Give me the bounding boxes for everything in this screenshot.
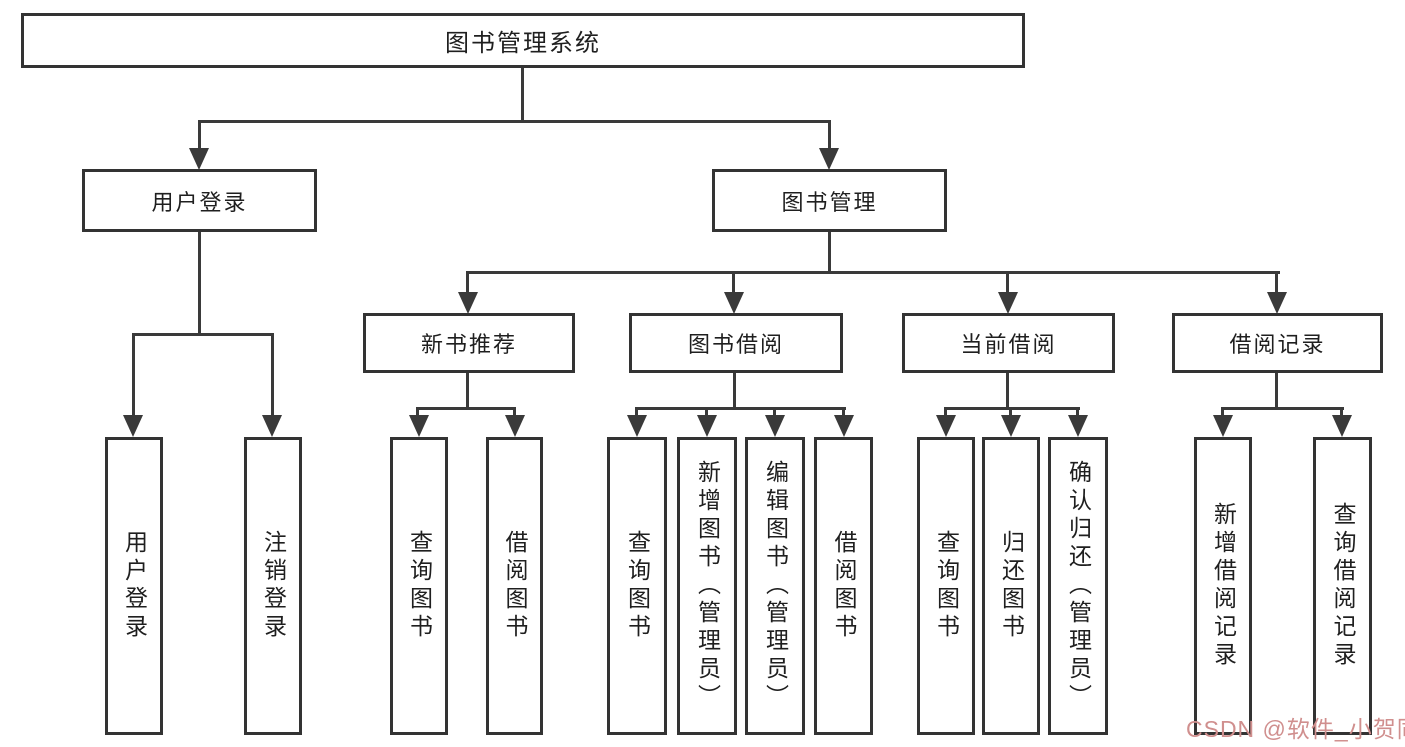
csdn-watermark: CSDN @软件_小贺同学: [1186, 716, 1405, 742]
connector-vline: [635, 407, 638, 418]
connector-vline: [271, 333, 274, 417]
connector-hline: [944, 407, 1080, 410]
arrow-down-icon: [765, 415, 785, 437]
leaf-confirm-return-admin: 确认归还（管理员）: [1048, 437, 1108, 735]
leaf-query-borrow-record: 查询借阅记录: [1313, 437, 1372, 735]
connector-vline: [944, 407, 947, 418]
connector-vline: [466, 373, 469, 409]
node-new-book-recommendation: 新书推荐: [363, 313, 575, 373]
connector-vline: [416, 407, 419, 418]
leaf-edit-books-admin: 编辑图书（管理员）: [745, 437, 805, 735]
node-borrowing-records: 借阅记录: [1172, 313, 1383, 373]
leaf-return-books: 归还图书: [982, 437, 1040, 735]
connector-vline: [1340, 407, 1343, 418]
connector-vline: [513, 407, 516, 418]
node-book-borrowing: 图书借阅: [629, 313, 843, 373]
arrow-down-icon: [697, 415, 717, 437]
connector-hline: [1221, 407, 1344, 410]
arrow-down-icon: [1213, 415, 1233, 437]
arrow-down-icon: [1001, 415, 1021, 437]
arrow-down-icon: [189, 148, 209, 170]
leaf-borrow-books: 借阅图书: [814, 437, 873, 735]
node-library-system-root: 图书管理系统: [21, 13, 1025, 68]
connector-vline: [705, 407, 708, 418]
connector-hline: [416, 407, 516, 410]
leaf-query-books-recommend: 查询图书: [390, 437, 448, 735]
arrow-down-icon: [1332, 415, 1352, 437]
connector-vline: [132, 333, 135, 417]
connector-vline: [773, 407, 776, 418]
leaf-query-books-borrowing: 查询图书: [607, 437, 667, 735]
arrow-down-icon: [627, 415, 647, 437]
arrow-down-icon: [724, 292, 744, 314]
connector-vline: [1221, 407, 1224, 418]
connector-vline: [828, 232, 831, 273]
arrow-down-icon: [1267, 292, 1287, 314]
node-current-borrowing: 当前借阅: [902, 313, 1115, 373]
arrow-down-icon: [505, 415, 525, 437]
connector-vline: [1006, 373, 1009, 409]
arrow-down-icon: [998, 292, 1018, 314]
leaf-add-borrow-record: 新增借阅记录: [1194, 437, 1252, 735]
node-book-management: 图书管理: [712, 169, 947, 232]
leaf-user-login: 用户登录: [105, 437, 163, 735]
connector-vline: [732, 271, 735, 294]
connector-vline: [1006, 271, 1009, 294]
leaf-query-books-current: 查询图书: [917, 437, 975, 735]
connector-vline: [842, 407, 845, 418]
arrow-down-icon: [123, 415, 143, 437]
connector-vline: [521, 68, 524, 122]
connector-vline: [1076, 407, 1079, 418]
connector-vline: [198, 232, 201, 335]
connector-vline: [466, 271, 469, 294]
arrow-down-icon: [1068, 415, 1088, 437]
arrow-down-icon: [409, 415, 429, 437]
leaf-logout: 注销登录: [244, 437, 302, 735]
arrow-down-icon: [834, 415, 854, 437]
leaf-borrow-books-recommend: 借阅图书: [486, 437, 543, 735]
connector-vline: [1009, 407, 1012, 418]
connector-vline: [1275, 271, 1278, 294]
connector-vline: [198, 120, 201, 150]
connector-vline: [828, 120, 831, 150]
arrow-down-icon: [458, 292, 478, 314]
arrow-down-icon: [936, 415, 956, 437]
arrow-down-icon: [262, 415, 282, 437]
connector-vline: [733, 373, 736, 409]
connector-hline: [635, 407, 846, 410]
connector-hline: [198, 120, 831, 123]
arrow-down-icon: [819, 148, 839, 170]
connector-hline: [132, 333, 274, 336]
connector-hline: [466, 271, 1280, 274]
connector-vline: [1275, 373, 1278, 409]
leaf-add-books-admin: 新增图书（管理员）: [677, 437, 737, 735]
node-user-login: 用户登录: [82, 169, 317, 232]
